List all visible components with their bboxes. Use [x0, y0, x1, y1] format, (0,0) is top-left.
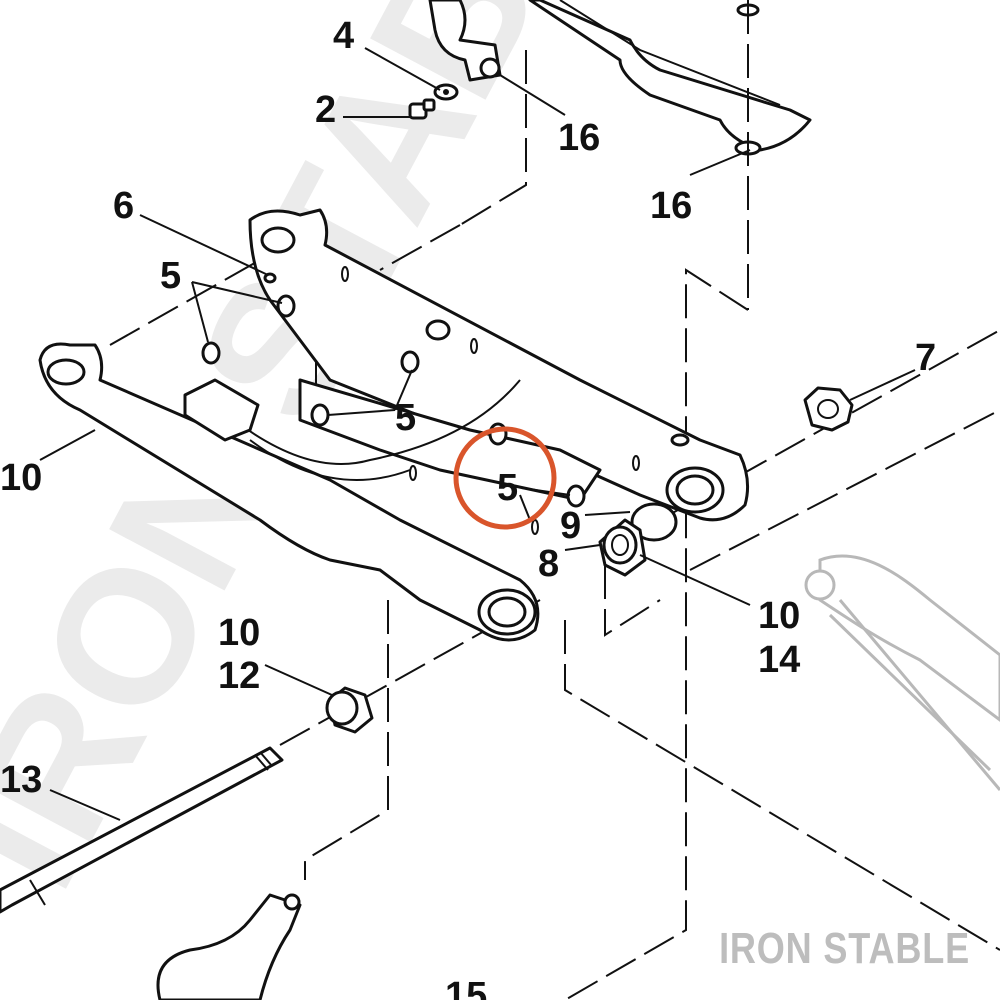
- callout-5-upper: 5: [160, 255, 181, 297]
- callout-13: 13: [0, 759, 42, 801]
- callout-8: 8: [538, 543, 559, 585]
- plug-part-5d: [310, 403, 330, 427]
- plug-part-5f: [566, 484, 586, 508]
- callout-9: 9: [560, 505, 581, 547]
- callout-15: 15: [445, 975, 487, 1000]
- plug-part-5c: [400, 350, 420, 374]
- callout-14: 14: [758, 639, 800, 681]
- callout-6: 6: [113, 185, 134, 227]
- plug-part-5b: [201, 341, 221, 365]
- bolt-part-2: [408, 98, 436, 120]
- plug-part-5a: [276, 294, 296, 318]
- callout-labels: 4 2 16 16 6 5 5 5 7 9 8 10 10 14 10 12 1…: [0, 15, 936, 1000]
- washer-part-4: [433, 83, 459, 101]
- plug-part-5-group: [201, 272, 586, 508]
- callout-10-left: 10: [0, 457, 42, 499]
- bearing-stack: [598, 502, 678, 577]
- pivot-axle-part-13: [0, 746, 284, 914]
- callout-16-lower: 16: [650, 185, 692, 227]
- callout-12: 12: [218, 655, 260, 697]
- callout-7: 7: [915, 337, 936, 379]
- spacer-part-9: [630, 502, 678, 542]
- highlight-circle: [453, 426, 557, 530]
- leader-lines: [39, 47, 916, 821]
- callout-5-middle: 5: [395, 397, 416, 439]
- nut-part-7: [803, 386, 854, 432]
- callout-5-highlighted: 5: [497, 467, 518, 509]
- belt-guard: [528, 0, 812, 156]
- callout-4: 4: [333, 15, 354, 57]
- adjacent-part-grey: [804, 554, 1000, 791]
- lower-bracket-part-15: [156, 893, 302, 1000]
- bushing-part-12: [325, 686, 374, 734]
- brand-watermark: IRON STABLE: [719, 924, 970, 973]
- callout-10-right: 10: [758, 595, 800, 637]
- callout-10-lower: 10: [218, 612, 260, 654]
- callout-2: 2: [315, 89, 336, 131]
- callout-16-upper: 16: [558, 117, 600, 159]
- grease-fitting-part-6: [263, 272, 277, 284]
- swingarm: [38, 208, 750, 642]
